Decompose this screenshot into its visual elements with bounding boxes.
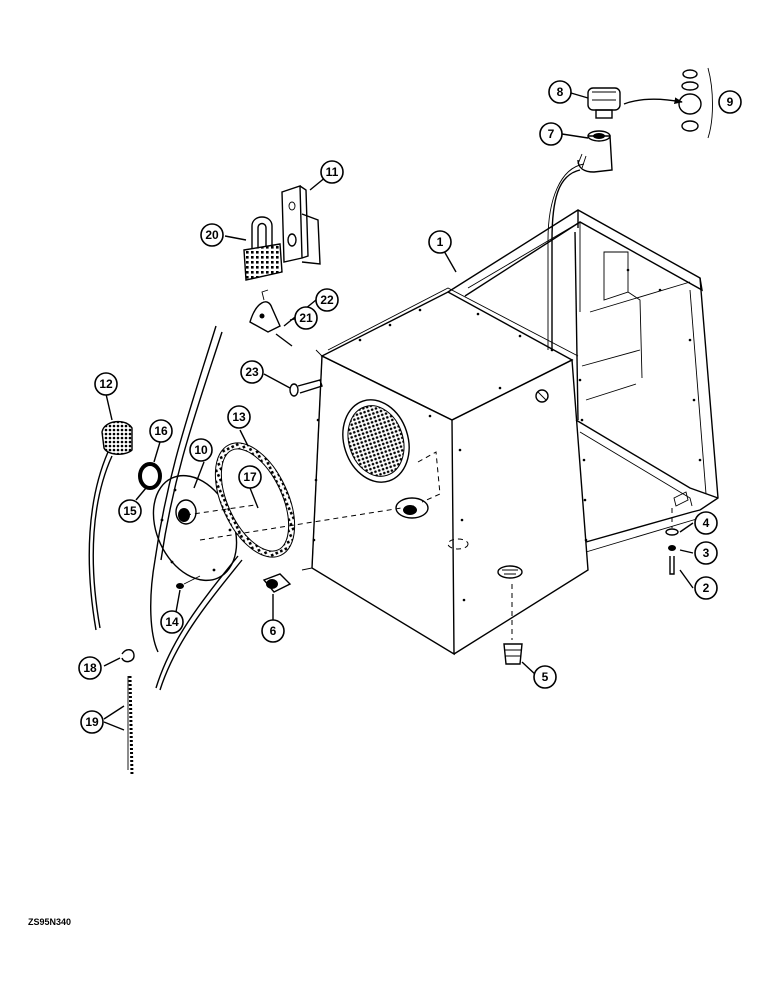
callout-11: 11 xyxy=(320,160,344,184)
hose-clamp xyxy=(121,649,135,663)
callout-label: 9 xyxy=(727,95,734,109)
mounting-bolt xyxy=(289,379,323,397)
callout-22: 22 xyxy=(315,288,339,312)
callout-label: 11 xyxy=(326,165,339,179)
strainer-line xyxy=(185,504,256,516)
callout-16: 16 xyxy=(149,419,173,443)
callout-6: 6 xyxy=(261,619,285,643)
return-tube xyxy=(551,169,581,350)
bolt-washer-set xyxy=(665,508,679,575)
callout-label: 16 xyxy=(154,424,168,438)
hydraulic-tank xyxy=(301,209,719,656)
callout-label: 1 xyxy=(437,235,444,249)
breather-cap xyxy=(587,87,621,119)
callout-label: 23 xyxy=(245,365,259,379)
callout-label: 13 xyxy=(232,410,246,424)
callout-3: 3 xyxy=(694,541,718,565)
arrow-8-to-9 xyxy=(623,97,683,105)
callout-label: 18 xyxy=(83,661,97,675)
callout-7: 7 xyxy=(539,122,563,146)
callout-label: 4 xyxy=(703,516,710,530)
callout-label: 5 xyxy=(542,670,549,684)
callout-17: 17 xyxy=(238,465,262,489)
hose-left xyxy=(92,455,113,629)
callout-label: 19 xyxy=(85,715,99,729)
callout-18: 18 xyxy=(78,656,102,680)
callout-label: 10 xyxy=(194,443,208,457)
callout-1: 1 xyxy=(428,230,452,254)
callout-19: 19 xyxy=(80,710,104,734)
o-ring-kit xyxy=(678,67,713,139)
callout-10: 10 xyxy=(189,438,213,462)
callout-label: 17 xyxy=(243,470,257,484)
hose-lower xyxy=(159,559,243,691)
padlock xyxy=(243,216,283,281)
center-line xyxy=(199,505,415,541)
callout-15: 15 xyxy=(118,499,142,523)
leader-lines xyxy=(103,92,694,731)
callout-label: 8 xyxy=(557,85,564,99)
callout-8: 8 xyxy=(548,80,572,104)
callout-23: 23 xyxy=(240,360,264,384)
callout-label: 22 xyxy=(320,293,334,307)
callout-label: 12 xyxy=(99,377,113,391)
drain-plug xyxy=(503,584,523,665)
elbow-fitting xyxy=(577,130,613,173)
callout-20: 20 xyxy=(200,223,224,247)
callout-13: 13 xyxy=(227,405,251,429)
lock-hasp xyxy=(281,185,321,265)
callout-9: 9 xyxy=(718,90,742,114)
callout-label: 6 xyxy=(270,624,277,638)
cover-screw xyxy=(176,575,201,589)
callout-label: 14 xyxy=(165,615,179,629)
callout-label: 21 xyxy=(299,311,313,325)
pipe-plug xyxy=(262,573,292,593)
callout-5: 5 xyxy=(533,665,557,689)
adapter-ring xyxy=(138,462,162,490)
callout-21: 21 xyxy=(294,306,318,330)
callout-label: 3 xyxy=(703,546,710,560)
retaining-clip xyxy=(249,289,293,347)
callout-4: 4 xyxy=(694,511,718,535)
filler-cap xyxy=(101,421,133,455)
cable-tie xyxy=(127,675,134,777)
hose-upper xyxy=(150,325,217,653)
callout-label: 20 xyxy=(205,228,219,242)
callout-2: 2 xyxy=(694,576,718,600)
gasket xyxy=(214,442,296,558)
callout-14: 14 xyxy=(160,610,184,634)
callout-12: 12 xyxy=(94,372,118,396)
callout-label: 15 xyxy=(123,504,137,518)
figure-code: ZS95N340 xyxy=(28,917,71,927)
callout-label: 2 xyxy=(703,581,710,595)
callout-label: 7 xyxy=(548,127,555,141)
